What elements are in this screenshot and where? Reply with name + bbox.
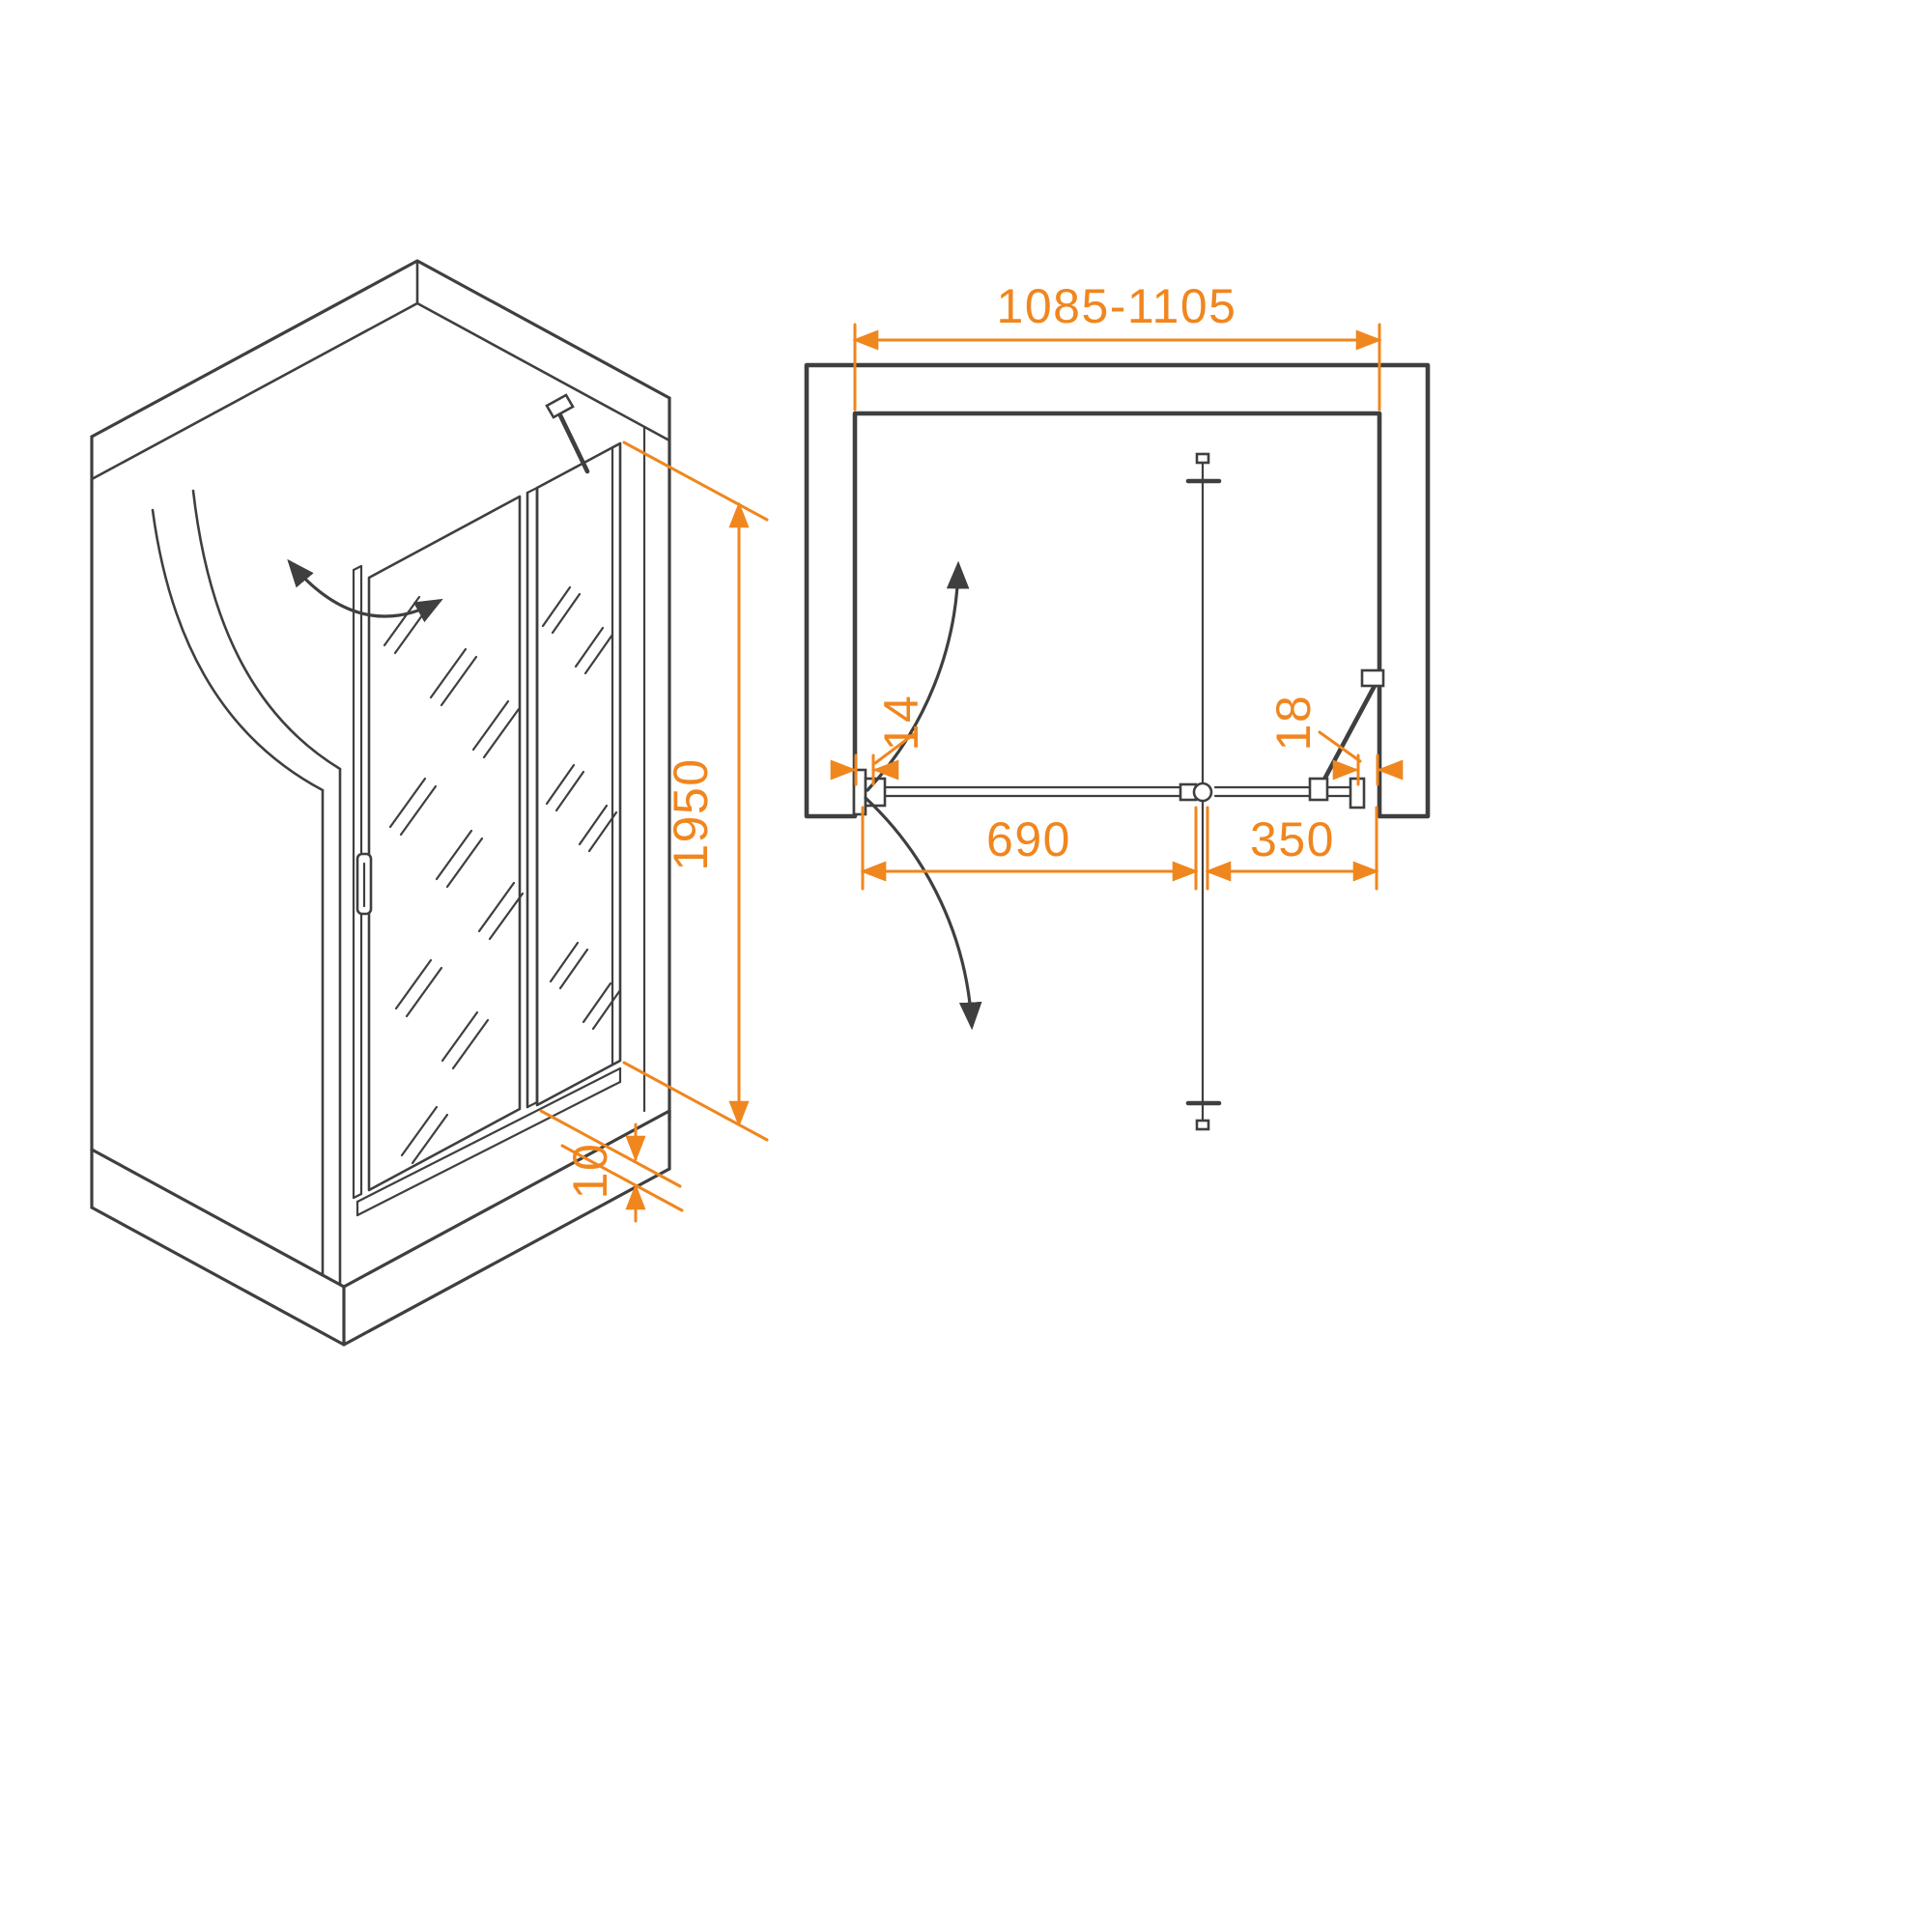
dim-threshold-label: 10 <box>563 1143 617 1200</box>
support-bar <box>545 393 590 474</box>
dim-height: 1950 <box>622 440 769 1142</box>
dim-door-width-label: 690 <box>986 812 1071 867</box>
dim-hinge-profile-label: 14 <box>874 695 928 752</box>
door-swing-arrow <box>287 558 443 623</box>
plan-glass-line <box>883 785 1354 798</box>
dim-fixed-panel-width-label: 350 <box>1250 812 1335 867</box>
rear-wall-edge <box>642 396 671 1122</box>
hinge-post <box>526 486 539 1109</box>
dim-overall-width-label: 1085-1105 <box>997 279 1237 333</box>
side-wall <box>90 435 342 1287</box>
plan-view: 1085-1105 690 350 14 <box>804 279 1431 1131</box>
fixed-panel-glass <box>535 441 622 1107</box>
dim-hinge-profile: 14 <box>830 695 928 786</box>
plan-door-swing-arc-down <box>864 796 982 1031</box>
shower-tray <box>90 1066 671 1347</box>
dim-height-label: 1950 <box>664 757 718 870</box>
top-frame <box>90 259 671 481</box>
door-glass-hatching <box>383 595 525 1165</box>
iso-view: 1950 10 <box>90 259 769 1347</box>
dim-threshold: 10 <box>539 1109 684 1223</box>
door-handle <box>355 852 373 916</box>
dim-wall-profile-label: 18 <box>1266 695 1321 752</box>
plan-center-pivot <box>1179 452 1222 1131</box>
plan-door-swing-arc-up <box>866 560 970 792</box>
dim-overall-width: 1085-1105 <box>852 279 1382 412</box>
fixed-panel-hatching <box>541 585 622 1031</box>
door-glass <box>367 495 525 1192</box>
plan-walls <box>804 362 1431 819</box>
plan-support-bar <box>1308 668 1385 802</box>
dim-wall-profile: 18 <box>1266 695 1404 786</box>
dim-door-width: 690 <box>860 806 1199 891</box>
dim-fixed-panel-width: 350 <box>1205 806 1379 891</box>
